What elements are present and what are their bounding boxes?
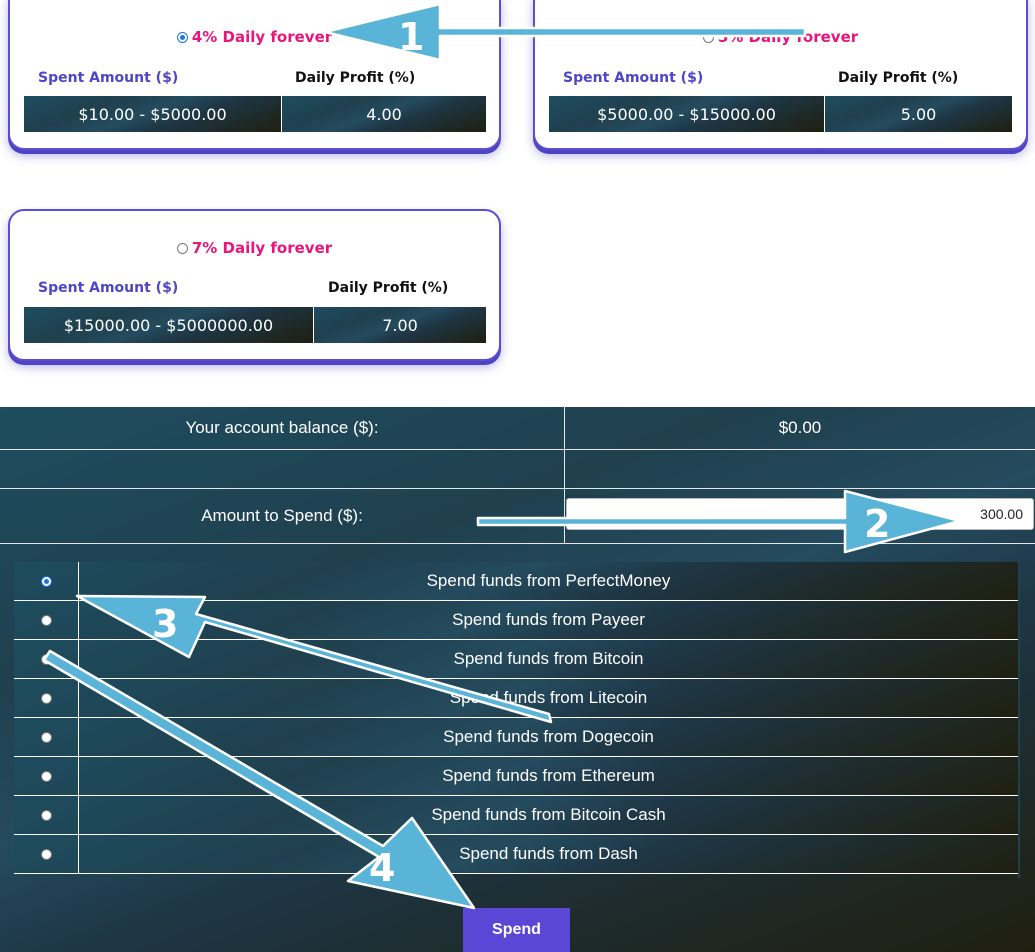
payment-option-row[interactable]: Spend funds from Payeer <box>14 601 1018 640</box>
spent-amount-header: Spent Amount ($) <box>38 70 179 86</box>
payment-option-row[interactable]: Spend funds from Dogecoin <box>14 718 1018 757</box>
plan-radio[interactable] <box>176 32 188 43</box>
plan-profit: 5.00 <box>824 96 1012 132</box>
payment-radio[interactable] <box>40 692 52 704</box>
plan-profit: 7.00 <box>313 307 486 343</box>
payment-radio-cell <box>14 757 79 795</box>
payment-radio-cell <box>14 640 79 678</box>
plan-radio[interactable] <box>176 243 188 254</box>
payment-option-row[interactable]: Spend funds from Dash <box>14 835 1018 874</box>
payment-radio-cell <box>14 718 79 756</box>
payment-option-row[interactable]: Spend funds from Litecoin <box>14 679 1018 718</box>
plan-range: $10.00 - $5000.00 <box>24 96 281 132</box>
payment-radio[interactable] <box>40 809 52 821</box>
payment-radio-cell <box>14 835 79 873</box>
payment-radio-cell <box>14 601 79 639</box>
plan-title[interactable]: 5% Daily forever <box>535 28 1026 46</box>
payment-radio[interactable] <box>40 614 52 626</box>
balance-row: Your account balance ($): $0.00 <box>0 407 1035 450</box>
payment-option-row[interactable]: Spend funds from Ethereum <box>14 757 1018 796</box>
spacer-cell <box>565 450 1035 488</box>
payment-radio[interactable] <box>40 731 52 743</box>
plan-title[interactable]: 4% Daily forever <box>10 28 499 46</box>
balance-label: Your account balance ($): <box>0 407 565 449</box>
plan-title[interactable]: 7% Daily forever <box>10 239 499 257</box>
plan-profit: 4.00 <box>281 96 486 132</box>
payment-radio-cell <box>14 679 79 717</box>
plan-radio[interactable] <box>702 32 714 43</box>
payment-radio[interactable] <box>40 770 52 782</box>
daily-profit-header: Daily Profit (%) <box>838 70 959 86</box>
daily-profit-header: Daily Profit (%) <box>295 70 416 86</box>
plan-row: $15000.00 - $5000000.00 7.00 <box>24 307 486 343</box>
payment-radio[interactable] <box>40 653 52 665</box>
payment-option-label: Spend funds from Ethereum <box>442 766 655 785</box>
payment-option-row[interactable]: Spend funds from Bitcoin Cash <box>14 796 1018 835</box>
plan-card-2: 5% Daily forever Spent Amount ($) Daily … <box>533 0 1028 150</box>
plan-card-1: 4% Daily forever Spent Amount ($) Daily … <box>8 0 501 150</box>
payment-option-label: Spend funds from Payeer <box>452 610 645 629</box>
payment-option-label: Spend funds from Dogecoin <box>443 727 654 746</box>
payment-radio-cell <box>14 796 79 834</box>
payment-radio[interactable] <box>40 575 52 587</box>
spacer-row <box>0 450 1035 489</box>
amount-label: Amount to Spend ($): <box>0 489 565 543</box>
payment-option-label: Spend funds from PerfectMoney <box>426 571 671 590</box>
payment-radio-cell <box>14 562 79 600</box>
daily-profit-header: Daily Profit (%) <box>328 280 449 296</box>
payment-option-label: Spend funds from Bitcoin Cash <box>431 805 666 824</box>
spent-amount-header: Spent Amount ($) <box>563 70 704 86</box>
payment-option-label: Spend funds from Litecoin <box>449 688 648 707</box>
spend-button[interactable]: Spend <box>463 908 570 952</box>
amount-input[interactable]: 300.00 <box>566 498 1034 530</box>
plan-row: $10.00 - $5000.00 4.00 <box>24 96 486 132</box>
spacer-cell <box>0 450 565 488</box>
plan-range: $15000.00 - $5000000.00 <box>24 307 313 343</box>
payment-option-label: Spend funds from Bitcoin <box>453 649 644 668</box>
balance-value: $0.00 <box>778 418 822 437</box>
plan-range: $5000.00 - $15000.00 <box>549 96 824 132</box>
payment-option-row[interactable]: Spend funds from Bitcoin <box>14 640 1018 679</box>
payment-radio[interactable] <box>40 848 52 860</box>
plan-card-3: 7% Daily forever Spent Amount ($) Daily … <box>8 209 501 361</box>
payment-option-row[interactable]: Spend funds from PerfectMoney <box>14 562 1018 601</box>
plan-row: $5000.00 - $15000.00 5.00 <box>549 96 1012 132</box>
payment-option-label: Spend funds from Dash <box>459 844 638 863</box>
spent-amount-header: Spent Amount ($) <box>38 280 179 296</box>
